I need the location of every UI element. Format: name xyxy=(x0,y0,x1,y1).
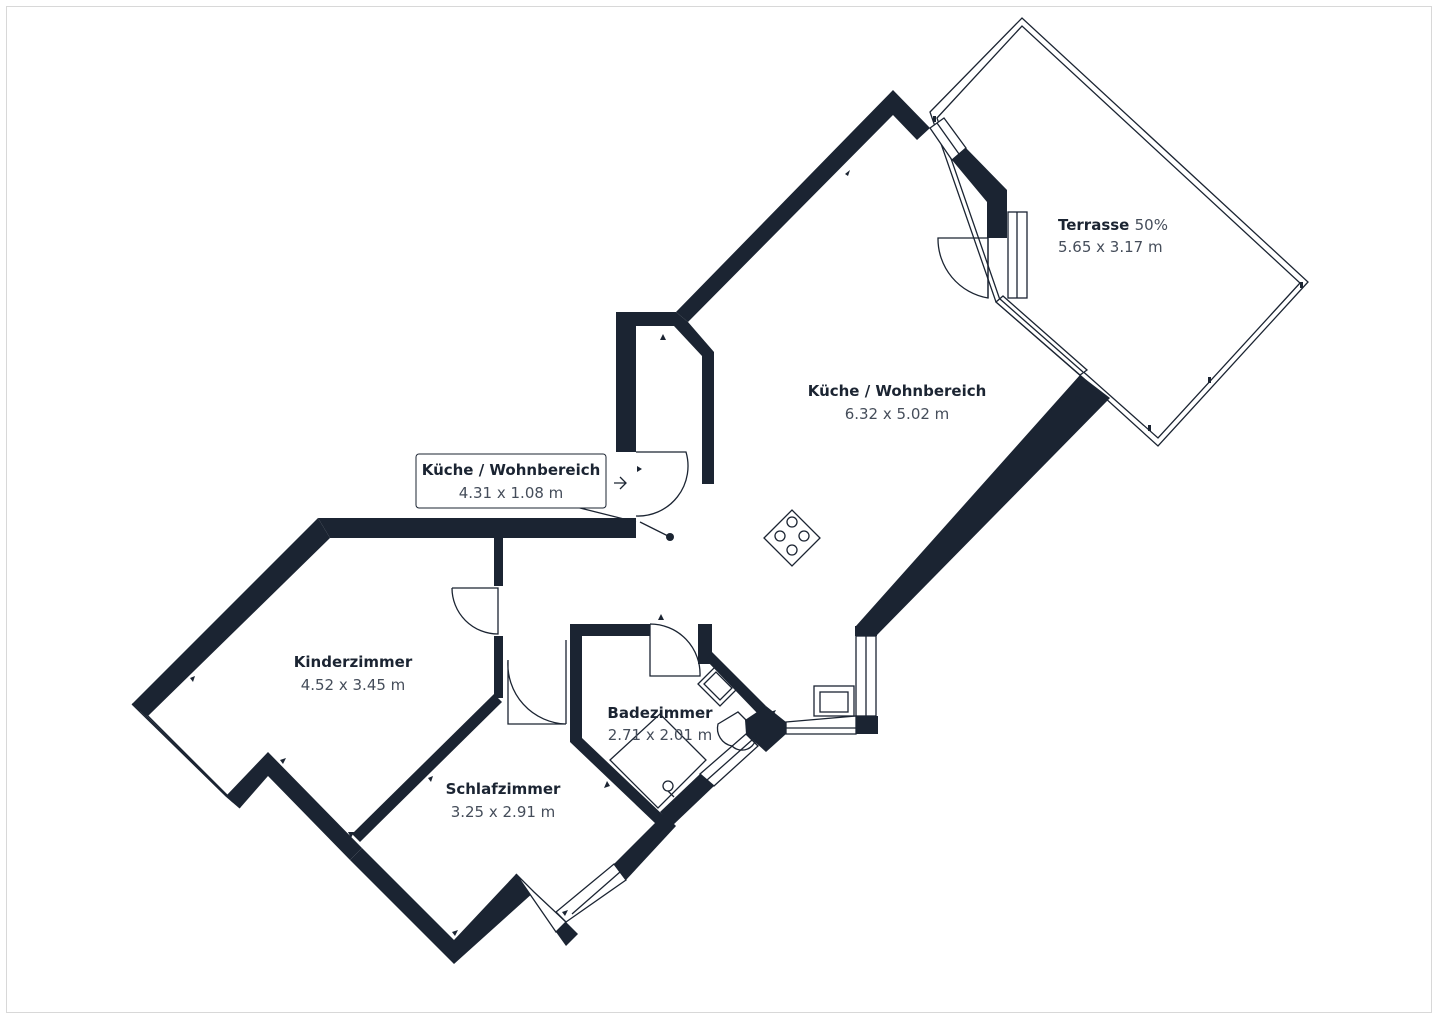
wall-markers xyxy=(190,170,1081,936)
wall-kinder-schlaf xyxy=(352,694,502,842)
bath-sink-icon xyxy=(697,665,739,707)
wall-bath-bottom xyxy=(614,814,676,880)
terrasse-name: Terrasse 50% xyxy=(1058,216,1168,234)
badezimmer-name: Badezimmer xyxy=(607,704,713,722)
kueche-main-name: Küche / Wohnbereich xyxy=(808,382,987,400)
wall-bath-bottom-2 xyxy=(660,774,714,826)
window-icon xyxy=(131,117,1089,934)
shower-icon xyxy=(609,713,707,809)
kinderzimmer-dims: 4.52 x 3.45 m xyxy=(301,676,406,694)
wall-bath-diag xyxy=(706,652,766,714)
wall-kinder-bottom xyxy=(226,752,362,860)
wall-schlaf-bottom xyxy=(350,848,534,964)
wall-bath-left xyxy=(570,624,664,824)
stove-icon xyxy=(763,509,821,567)
terrasse-dims: 5.65 x 3.17 m xyxy=(1058,238,1163,256)
label-box-kueche-small xyxy=(415,453,607,509)
toilet-icon xyxy=(716,711,757,751)
door-swing-icon xyxy=(451,237,989,725)
schlafzimmer-dims: 3.25 x 2.91 m xyxy=(451,803,556,821)
wall-chimney xyxy=(616,312,714,484)
wall-kitchen-top xyxy=(676,90,930,322)
wall-hall-top xyxy=(318,518,636,538)
wall-kinder-left xyxy=(132,518,330,716)
kinderzimmer-name: Kinderzimmer xyxy=(294,653,413,671)
wall-schlaf-stub xyxy=(556,922,578,946)
wall-kitchen-ne xyxy=(952,148,1007,238)
schlafzimmer-name: Schlafzimmer xyxy=(446,780,561,798)
kueche-small-dims: 4.31 x 1.08 m xyxy=(459,484,564,502)
page-frame xyxy=(6,6,1432,1013)
badezimmer-dims: 2.71 x 2.01 m xyxy=(608,726,713,744)
kueche-main-dims: 6.32 x 5.02 m xyxy=(845,405,950,423)
kueche-small-name: Küche / Wohnbereich xyxy=(422,461,601,479)
wall-kitchen-right xyxy=(856,375,1110,636)
sink-icon xyxy=(813,685,855,717)
